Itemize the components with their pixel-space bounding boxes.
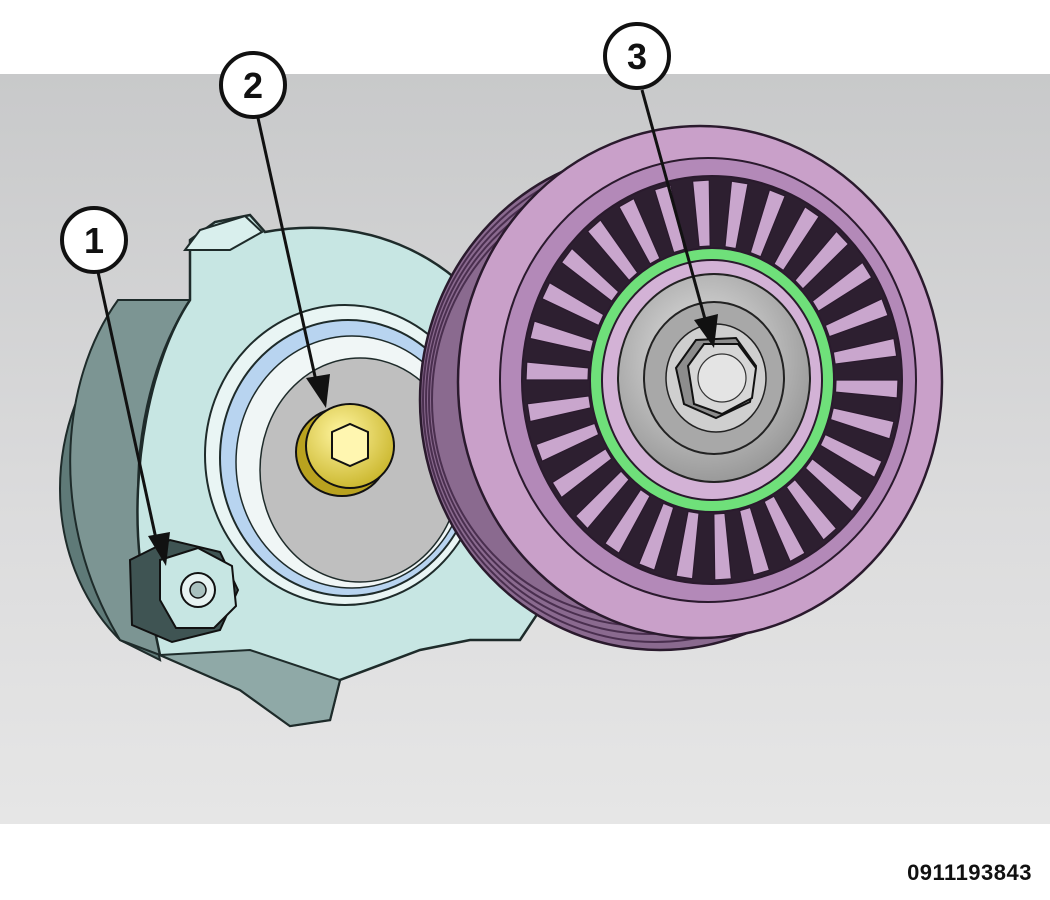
callout-1-arrowhead <box>148 532 170 566</box>
callout-2-leader <box>256 117 320 391</box>
pulley-spokes <box>525 179 899 581</box>
pulley-spoke <box>834 379 899 399</box>
pulley-spoke <box>724 180 749 250</box>
callout-1-bubble <box>60 206 128 274</box>
pulley-spoke <box>526 395 592 423</box>
tensioner-top-tab <box>183 214 264 251</box>
pulley-spoke <box>560 247 620 303</box>
pulley-spoke <box>638 502 675 572</box>
callout-2-number: 2 <box>243 65 263 106</box>
hex-nut <box>128 538 240 644</box>
pulley-spoke <box>785 478 838 541</box>
pulley-spoke <box>574 470 630 530</box>
pulley-spoke <box>675 510 700 580</box>
pulley-spoke <box>738 506 771 576</box>
pulley-spoke <box>551 447 613 499</box>
pulley-spoke <box>804 457 864 513</box>
pulley-spoke <box>829 407 895 440</box>
callout-3: 3 <box>603 22 718 348</box>
pulley-spoke <box>653 184 686 254</box>
callout-2-arrowhead <box>306 374 330 408</box>
pulley-spoke <box>713 512 733 581</box>
pulley-spoke <box>773 205 820 272</box>
pulley-spoke <box>586 219 639 282</box>
tensioner-body <box>59 213 542 728</box>
callout-3-bubble <box>603 22 671 90</box>
callout-1-number: 1 <box>84 220 104 261</box>
callout-2-bubble <box>219 51 287 119</box>
callout-1: 1 <box>60 206 170 566</box>
callout-3-leader <box>640 89 710 331</box>
pulley-spoke <box>618 197 661 265</box>
callout-3-number: 3 <box>627 36 647 77</box>
pulley-spoke <box>749 188 786 258</box>
idler-pulley <box>418 124 944 652</box>
pulley-spoke <box>811 261 873 313</box>
pulley-spoke <box>529 320 595 353</box>
pulley-spoke <box>763 495 806 563</box>
pulley-spoke <box>535 422 600 463</box>
pulley-spoke <box>525 361 590 381</box>
pulley-spoke <box>832 337 898 365</box>
pulley-spoke <box>824 297 889 338</box>
pulley-spoke <box>794 230 850 290</box>
pulley-spoke <box>541 281 605 327</box>
callout-2: 2 <box>219 51 330 408</box>
pulley-spoke <box>819 433 883 479</box>
tensioner-lower-flange <box>159 648 342 728</box>
callout-1-leader <box>96 271 160 549</box>
callout-3-arrowhead <box>694 314 718 348</box>
bolt-socket <box>331 422 369 468</box>
hex-socket-bolt <box>295 403 395 497</box>
figure-id-label: 0911193843 <box>907 860 1032 885</box>
hex-nut-bore <box>189 581 207 599</box>
pulley-spoke <box>691 179 711 248</box>
pulley-spoke <box>604 488 651 555</box>
pulley-center-bolt-face <box>697 353 747 403</box>
